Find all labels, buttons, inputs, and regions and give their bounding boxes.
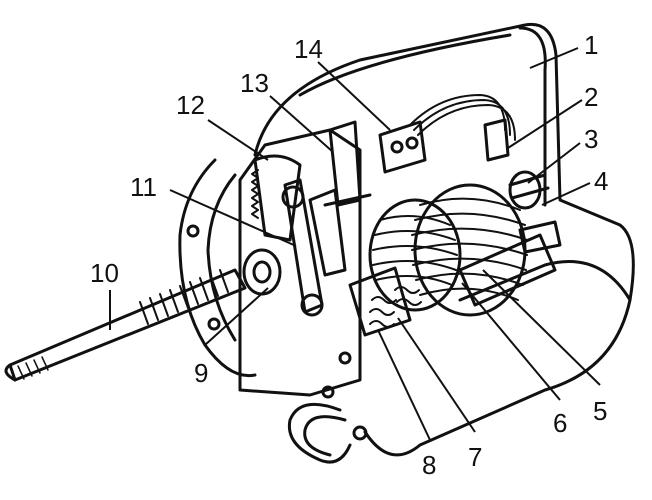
lever-pivot [300, 293, 324, 317]
callout-14: 14 [294, 34, 323, 64]
lever-pivot [281, 185, 305, 209]
callout-11: 11 [130, 172, 157, 202]
terminal-block [378, 120, 427, 174]
callout-8: 8 [422, 450, 436, 480]
wire-terminal [483, 118, 510, 162]
bracket-screw [321, 385, 335, 399]
callout-leaders [109, 47, 601, 441]
worm-thread [139, 269, 229, 325]
power-cable [303, 415, 347, 457]
brush-holder [348, 266, 412, 337]
callout-labels: 1 2 3 4 5 6 7 8 9 10 11 12 13 14 [90, 30, 608, 480]
callout-2: 2 [584, 82, 598, 112]
leader-9 [204, 287, 269, 346]
brush-spring [369, 296, 397, 328]
callout-9: 9 [194, 358, 208, 388]
leader-11 [169, 189, 297, 247]
end-plate-screw [207, 317, 221, 331]
callout-12: 12 [176, 90, 205, 120]
callout-10: 10 [90, 258, 119, 288]
motor-cutaway-illustration [4, 22, 635, 464]
cable-clamp [352, 425, 368, 441]
shaft-tip [4, 363, 17, 382]
callout-4: 4 [594, 166, 608, 196]
shaft [8, 268, 247, 382]
gear-teeth [251, 169, 259, 219]
leader-6 [461, 282, 561, 401]
commutator-bar [508, 173, 550, 200]
leader-4 [541, 182, 591, 206]
power-cable [287, 402, 352, 464]
leader-7 [397, 317, 476, 433]
leader-12 [207, 119, 269, 161]
armature-windings [372, 215, 458, 286]
leader-5 [482, 269, 601, 386]
brush-spring [394, 286, 422, 306]
callout-1: 1 [584, 30, 598, 60]
leader-2 [507, 99, 583, 149]
leader-8 [377, 329, 431, 441]
armature [368, 198, 462, 312]
callout-13: 13 [240, 68, 269, 98]
end-bearing [518, 220, 562, 254]
coupling-inner [252, 260, 272, 284]
housing-shell [253, 22, 635, 457]
callout-7: 7 [468, 442, 482, 472]
leader-1 [529, 47, 579, 69]
housing-bottom-edge [458, 260, 632, 302]
end-plate-screw [186, 224, 200, 238]
lever-link [308, 188, 347, 277]
terminal-screw [405, 136, 419, 150]
coil-windings [411, 197, 528, 301]
end-plate-inner [206, 173, 237, 342]
wire-bundle [409, 94, 516, 141]
switch-pin [323, 193, 372, 207]
callout-6: 6 [553, 408, 567, 438]
shaft-knurl [17, 356, 49, 380]
callout-3: 3 [584, 124, 598, 154]
leader-14 [317, 61, 391, 131]
bracket-plate [238, 128, 362, 397]
callout-5: 5 [593, 396, 607, 426]
leader-3 [527, 142, 581, 184]
terminal-screw [390, 140, 404, 154]
switch-contact [328, 120, 362, 207]
housing-top-edge [298, 33, 512, 97]
leader-13 [269, 95, 334, 153]
housing-rim [518, 26, 547, 207]
bracket-screw [338, 351, 352, 365]
